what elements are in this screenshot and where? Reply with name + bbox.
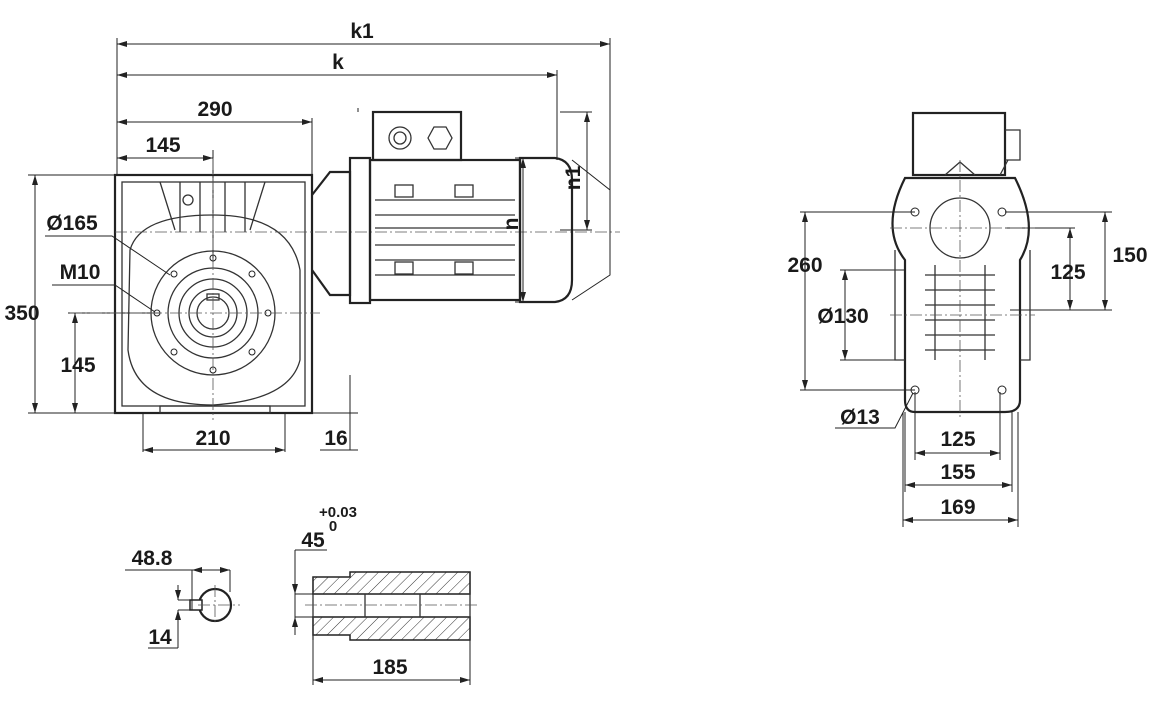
dim-350: 350 — [4, 302, 39, 325]
dim-145-left: 145 — [60, 354, 95, 377]
dim-155: 155 — [940, 461, 975, 484]
dim-dia130: Ø130 — [817, 305, 868, 328]
side-view: 260 Ø130 150 125 Ø13 125 155 169 — [787, 111, 1148, 527]
dim-16: 16 — [324, 427, 347, 450]
dim-290: 290 — [197, 98, 232, 121]
dim-185: 185 — [372, 656, 407, 679]
dim-145-top: 145 — [145, 134, 180, 157]
tolerance-upper: +0.03 — [319, 504, 357, 521]
motor — [311, 110, 611, 305]
dim-169: 169 — [940, 496, 975, 519]
dim-k: k — [332, 51, 344, 74]
dim-125-vertical: 125 — [1050, 261, 1085, 284]
dim-150: 150 — [1112, 244, 1147, 267]
dim-thread: M10 — [60, 261, 101, 284]
dim-bore-45: 45 — [301, 529, 325, 552]
shaft-detail: 48.8 14 45 +0.03 0 185 — [125, 504, 480, 685]
dim-n: n — [500, 218, 523, 231]
dim-14: 14 — [148, 626, 172, 649]
tolerance-lower: 0 — [329, 518, 337, 535]
dim-260: 260 — [787, 254, 822, 277]
front-view: k1 k 290 145 350 145 Ø165 M10 210 16 n n… — [4, 20, 620, 453]
dim-k1: k1 — [350, 20, 374, 43]
dim-125-horizontal: 125 — [940, 428, 975, 451]
front-dimensions — [32, 41, 610, 453]
dim-hole13: Ø13 — [840, 406, 880, 429]
dim-flange-dia: Ø165 — [46, 212, 98, 235]
dim-210: 210 — [195, 427, 230, 450]
dim-n1: n1 — [562, 165, 585, 190]
dim-48-8: 48.8 — [132, 547, 173, 570]
